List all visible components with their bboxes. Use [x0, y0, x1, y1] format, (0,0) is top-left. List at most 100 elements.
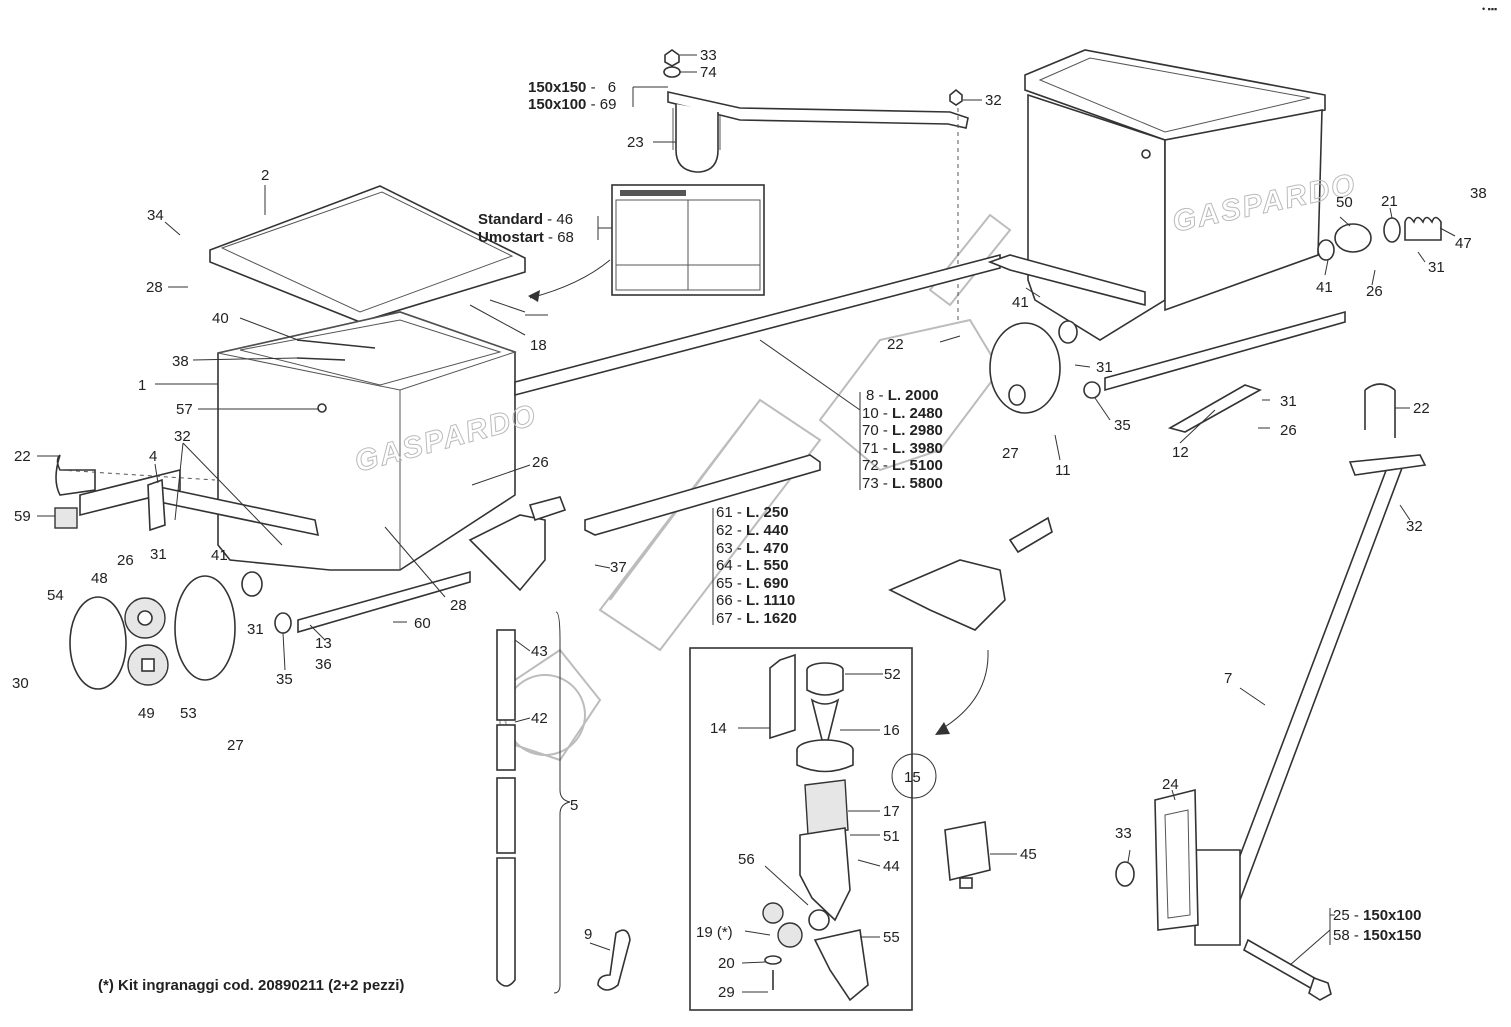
callout-56: 56 [738, 851, 755, 868]
callout-34: 34 [147, 207, 164, 224]
callout-52: 52 [884, 666, 901, 683]
callout-41-right: 41 [1316, 279, 1333, 296]
callout-27-right: 27 [1002, 445, 1019, 462]
callout-22-mid: 22 [887, 336, 904, 353]
callout-26-right-top: 26 [1366, 283, 1383, 300]
callout-24: 24 [1162, 776, 1179, 793]
label-46-name: Standard [478, 211, 543, 228]
callout-37: 37 [610, 559, 627, 576]
right-drive-parts [989, 216, 1442, 433]
hex-length-row: 63 - L. 470 [716, 540, 789, 557]
callout-33-top: 33 [700, 47, 717, 64]
callout-40: 40 [212, 310, 229, 327]
callout-31-left: 31 [150, 546, 167, 563]
callout-48: 48 [91, 570, 108, 587]
left-gear-train [69, 571, 292, 690]
left-frame-bracket [54, 454, 320, 537]
label-68-name: Umostart [478, 229, 544, 246]
callout-32-right: 32 [1406, 518, 1423, 535]
callout-26-hopper: 26 [532, 454, 549, 471]
callout-18: 18 [530, 337, 547, 354]
callout-54: 54 [47, 587, 64, 604]
callout-36: 36 [315, 656, 332, 673]
label-68-code: 68 [557, 229, 574, 246]
hex-length-row: 67 - L. 1620 [716, 610, 797, 627]
callout-31-right: 31 [1280, 393, 1297, 410]
callout-41-mid: 41 [1012, 294, 1029, 311]
variant-labels: 150x150 - 6 150x100 - 69 Standard - 46 U… [478, 79, 616, 246]
callout-26-left: 26 [117, 552, 134, 569]
hex-shaft-length-list: 61 - L. 250 62 - L. 440 63 - L. 470 64 -… [716, 504, 797, 627]
hex-length-row: 64 - L. 550 [716, 557, 789, 574]
callout-47: 47 [1455, 235, 1472, 252]
callout-2: 2 [261, 167, 269, 184]
hex-length-row: 62 - L. 440 [716, 522, 789, 539]
callout-38-left: 38 [172, 353, 189, 370]
label-6-code: 6 [608, 79, 616, 96]
corner-mark: • ▪▪▪ [1482, 4, 1497, 14]
callout-35-right: 35 [1114, 417, 1131, 434]
callout-23: 23 [627, 134, 644, 151]
callout-43: 43 [531, 643, 548, 660]
callout-27-left: 27 [227, 737, 244, 754]
callout-59: 59 [14, 508, 31, 525]
callout-13: 13 [315, 635, 332, 652]
label-150x100-69: 150x100 - 69 [528, 96, 616, 113]
shaft-length-list: 8 - L. 2000 10 - L. 2480 70 - L. 2980 71… [862, 387, 943, 492]
callout-45: 45 [1020, 846, 1037, 863]
shaft-length-row: 71 - L. 3980 [862, 440, 943, 457]
callout-51: 51 [883, 828, 900, 845]
callout-12: 12 [1172, 444, 1189, 461]
callout-74: 74 [700, 64, 717, 81]
seed-tube-assembly [468, 496, 631, 994]
main-drive-shaft [297, 253, 1346, 634]
hex-length-row: 61 - L. 250 [716, 504, 789, 521]
label-46-code: 46 [556, 211, 573, 228]
callout-38-right: 38 [1470, 185, 1487, 202]
callout-60: 60 [414, 615, 431, 632]
label-69-size: 150x100 [528, 96, 586, 113]
callout-49: 49 [138, 705, 155, 722]
callout-42: 42 [531, 710, 548, 727]
callout-30: 30 [12, 675, 29, 692]
shaft-length-row: 72 - L. 5100 [862, 457, 943, 474]
callout-22-right: 22 [1413, 400, 1430, 417]
shaft-length-row: 73 - L. 5800 [862, 475, 943, 492]
callout-33-right: 33 [1115, 825, 1132, 842]
callout-32-top: 32 [985, 92, 1002, 109]
label-umostart-68: Umostart - 68 [478, 229, 574, 246]
shaft-length-row: 8 - L. 2000 [866, 387, 939, 404]
callout-44: 44 [883, 858, 900, 875]
right-support-arm [1115, 383, 1427, 1001]
callout-31-mid: 31 [1096, 359, 1113, 376]
callout-32-left: 32 [174, 428, 191, 445]
label-6-size: 150x150 [528, 79, 586, 96]
callout-53: 53 [180, 705, 197, 722]
callouts: 33 74 32 23 2 34 28 40 38 18 1 57 22 32 … [12, 47, 1487, 1001]
bolt-size-list: 25 - 150x100 58 - 150x150 [1333, 907, 1421, 944]
callout-11: 11 [1055, 462, 1071, 479]
hex-length-row: 65 - L. 690 [716, 575, 789, 592]
callout-28-left: 28 [146, 279, 163, 296]
center-distributor [888, 516, 1053, 735]
callout-35-left: 35 [276, 671, 293, 688]
leader-lines [37, 54, 1456, 993]
callout-22-left: 22 [14, 448, 31, 465]
callout-31-right-top: 31 [1428, 259, 1445, 276]
callout-9: 9 [584, 926, 592, 943]
callout-41-left: 41 [211, 547, 228, 564]
callout-50: 50 [1336, 194, 1353, 211]
bolt-size-row: 25 - 150x100 [1333, 907, 1421, 924]
callout-29: 29 [718, 984, 735, 1001]
callout-20: 20 [718, 955, 735, 972]
callout-5: 5 [570, 797, 578, 814]
callout-17: 17 [883, 803, 900, 820]
callout-31-gear: 31 [247, 621, 264, 638]
label-150x150-6: 150x150 - 6 [528, 79, 616, 96]
callout-26-right: 26 [1280, 422, 1297, 439]
label-69-code: 69 [600, 96, 617, 113]
callout-19: 19 (*) [696, 924, 733, 941]
left-hopper: GASPARDO [209, 185, 541, 571]
top-bracket-assembly [663, 49, 969, 320]
